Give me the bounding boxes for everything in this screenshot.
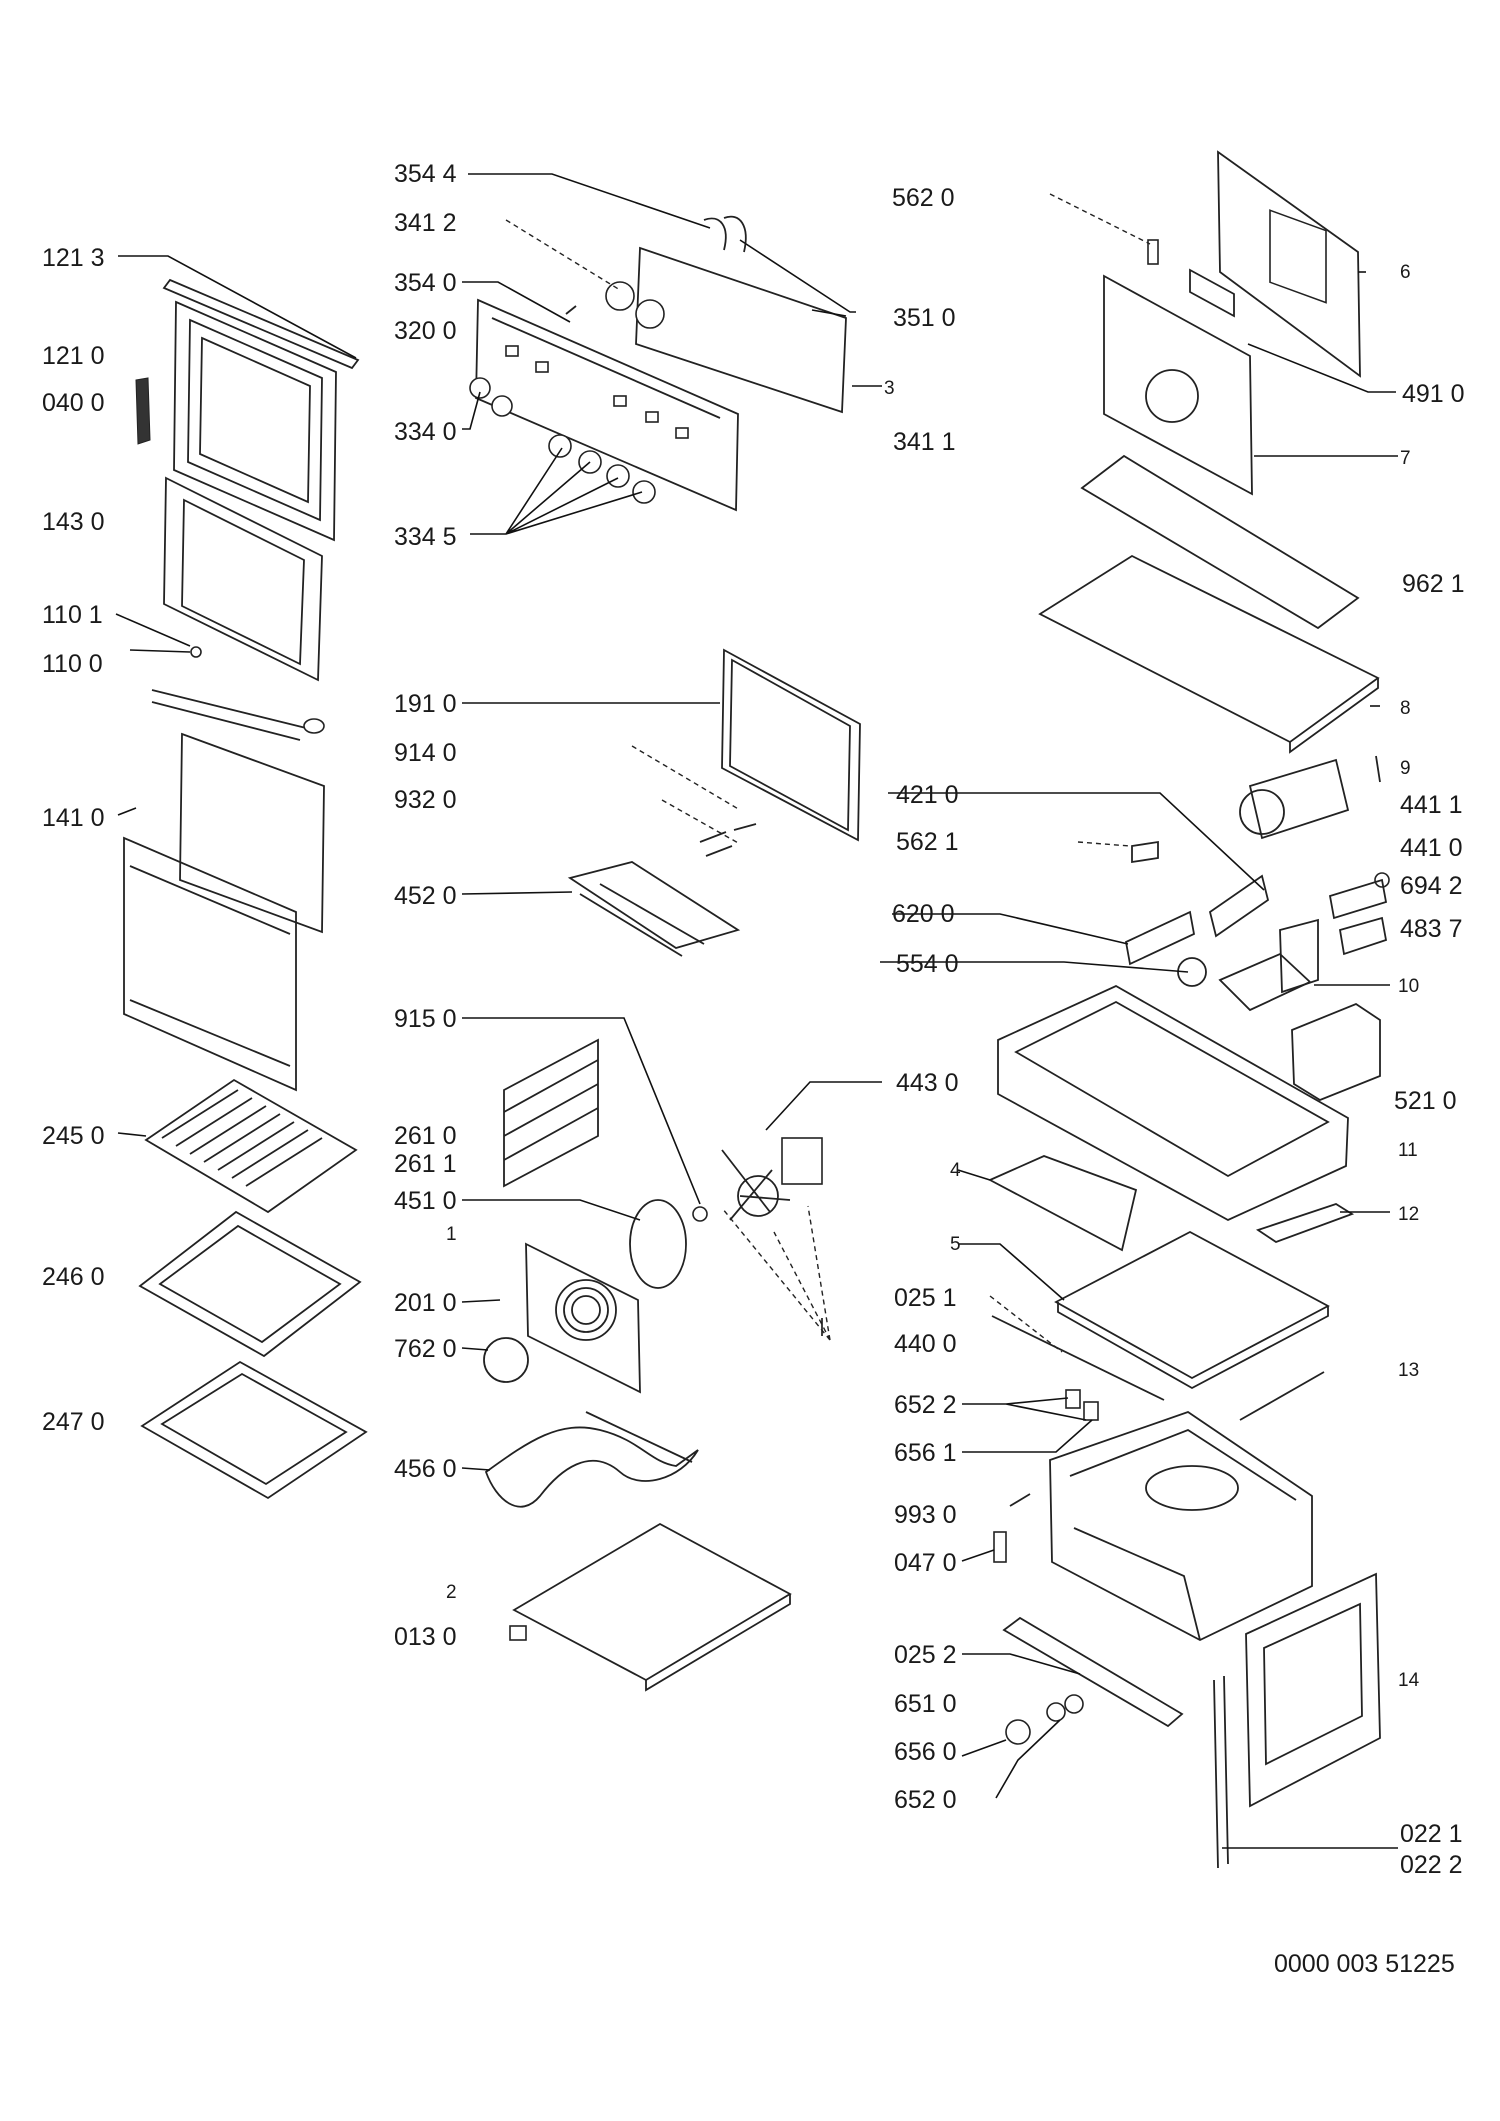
label-341-1: 341 1 bbox=[893, 428, 956, 456]
label-762-0: 762 0 bbox=[394, 1335, 457, 1363]
label-694-2: 694 2 bbox=[1400, 872, 1463, 900]
label-652-0: 652 0 bbox=[894, 1786, 957, 1814]
label-554-0: 554 0 bbox=[896, 950, 959, 978]
label-651-0: 651 0 bbox=[894, 1690, 957, 1718]
label-521-0: 521 0 bbox=[1394, 1087, 1457, 1115]
part-labels: 121 3 121 0 040 0 143 0 110 1 110 0 141 … bbox=[42, 160, 1465, 1978]
label-025-1: 025 1 bbox=[894, 1284, 957, 1312]
label-245-0: 245 0 bbox=[42, 1122, 105, 1150]
oven-interior-parts bbox=[483, 648, 861, 1692]
label-483-7: 483 7 bbox=[1400, 915, 1463, 943]
label-110-0: 110 0 bbox=[42, 650, 103, 678]
label-932-0: 932 0 bbox=[394, 786, 457, 814]
label-261-1: 261 1 bbox=[394, 1150, 457, 1178]
door-assembly bbox=[123, 278, 368, 1500]
label-440-0: 440 0 bbox=[894, 1330, 957, 1358]
label-047-0: 047 0 bbox=[894, 1549, 957, 1577]
label-441-0: 441 0 bbox=[1400, 834, 1463, 862]
label-441-1: 441 1 bbox=[1400, 791, 1463, 819]
label-121-0: 121 0 bbox=[42, 342, 105, 370]
label-14: 14 bbox=[1398, 1670, 1420, 1691]
label-8: 8 bbox=[1400, 698, 1411, 719]
label-12: 12 bbox=[1398, 1204, 1419, 1225]
label-261-0: 261 0 bbox=[394, 1122, 457, 1150]
label-962-1: 962 1 bbox=[1402, 570, 1465, 598]
label-915-0: 915 0 bbox=[394, 1005, 457, 1033]
label-5: 5 bbox=[950, 1234, 961, 1255]
label-993-0: 993 0 bbox=[894, 1501, 957, 1529]
label-341-2: 341 2 bbox=[394, 209, 457, 237]
label-191-0: 191 0 bbox=[394, 690, 457, 718]
label-491-0: 491 0 bbox=[1402, 380, 1465, 408]
label-351-0: 351 0 bbox=[893, 304, 956, 332]
label-620-0: 620 0 bbox=[892, 900, 955, 928]
label-11: 11 bbox=[1398, 1140, 1418, 1161]
label-656-1: 656 1 bbox=[894, 1439, 957, 1467]
label-456-0: 456 0 bbox=[394, 1455, 457, 1483]
leader-lines bbox=[115, 173, 1398, 1849]
label-652-2: 652 2 bbox=[894, 1391, 957, 1419]
label-143-0: 143 0 bbox=[42, 508, 105, 536]
label-4: 4 bbox=[950, 1160, 961, 1181]
label-121-3: 121 3 bbox=[42, 244, 105, 272]
label-201-0: 201 0 bbox=[394, 1289, 457, 1317]
label-562-1: 562 1 bbox=[896, 828, 959, 856]
label-246-0: 246 0 bbox=[42, 1263, 105, 1291]
control-panel-assembly bbox=[469, 215, 847, 512]
label-7: 7 bbox=[1400, 448, 1411, 469]
label-025-2: 025 2 bbox=[894, 1641, 957, 1669]
label-451-0: 451 0 bbox=[394, 1187, 457, 1215]
label-6: 6 bbox=[1400, 262, 1411, 283]
label-320-0: 320 0 bbox=[394, 317, 457, 345]
label-022-1: 022 1 bbox=[1400, 1820, 1463, 1848]
label-040-0: 040 0 bbox=[42, 389, 105, 417]
label-354-4: 354 4 bbox=[394, 160, 457, 188]
label-9: 9 bbox=[1400, 758, 1411, 779]
label-443-0: 443 0 bbox=[896, 1069, 959, 1097]
diagram-reference-number: 0000 003 51225 bbox=[1274, 1950, 1455, 1978]
label-2: 2 bbox=[446, 1582, 457, 1603]
label-022-2: 022 2 bbox=[1400, 1851, 1463, 1879]
label-1: 1 bbox=[446, 1224, 457, 1245]
label-141-0: 141 0 bbox=[42, 804, 105, 832]
label-656-0: 656 0 bbox=[894, 1738, 957, 1766]
label-110-1: 110 1 bbox=[42, 601, 103, 629]
label-334-5: 334 5 bbox=[394, 523, 457, 551]
label-421-0: 421 0 bbox=[896, 781, 959, 809]
label-914-0: 914 0 bbox=[394, 739, 457, 767]
label-562-0: 562 0 bbox=[892, 184, 955, 212]
casing-assembly bbox=[987, 150, 1390, 1869]
label-452-0: 452 0 bbox=[394, 882, 457, 910]
label-334-0: 334 0 bbox=[394, 418, 457, 446]
label-10: 10 bbox=[1398, 976, 1419, 997]
label-3: 3 bbox=[884, 378, 895, 399]
label-013-0: 013 0 bbox=[394, 1623, 457, 1651]
label-354-0: 354 0 bbox=[394, 269, 457, 297]
label-247-0: 247 0 bbox=[42, 1408, 105, 1436]
label-13: 13 bbox=[1398, 1360, 1419, 1381]
